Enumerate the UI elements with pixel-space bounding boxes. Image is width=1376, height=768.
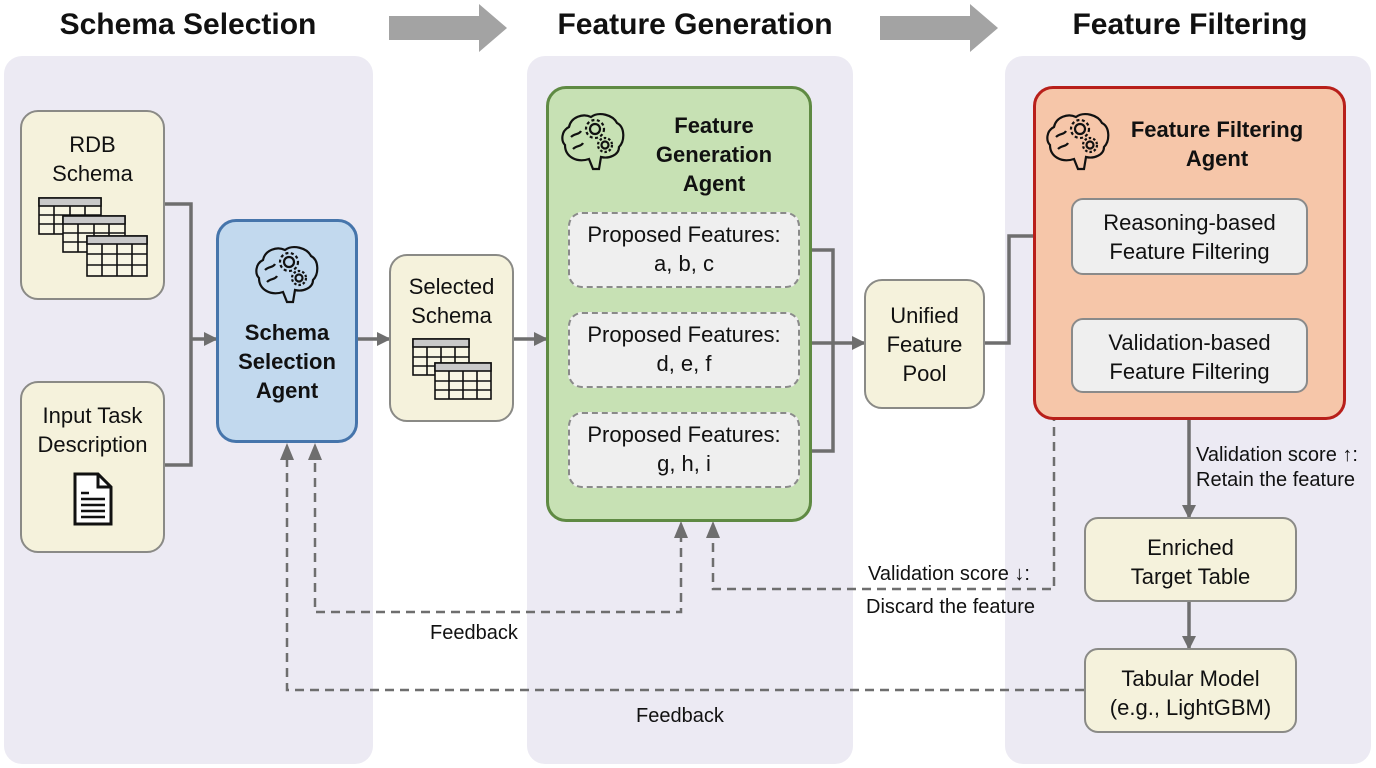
stage-arrow-1 — [389, 4, 507, 52]
reasoning-label-1: Reasoning-based — [1103, 210, 1276, 235]
enriched-target-table: Enriched Target Table — [1084, 517, 1297, 602]
selected-tables-icon — [411, 338, 492, 400]
validation-based-filtering: Validation-based Feature Filtering — [1071, 318, 1308, 393]
input-task-label-1: Input Task — [42, 403, 143, 428]
schema-agent-label-2: Selection — [238, 349, 336, 374]
brain-gears-icon — [255, 246, 319, 304]
unified-pool-label-1: Unified — [890, 303, 959, 328]
reasoning-based-filtering: Reasoning-based Feature Filtering — [1071, 198, 1308, 275]
feedback-label-outer: Feedback — [636, 705, 724, 727]
feedback-label-inner: Feedback — [430, 622, 518, 644]
generation-agent-label-3: Agent — [682, 171, 746, 196]
reasoning-label-2: Feature Filtering — [1109, 239, 1270, 264]
model-label-2: (e.g., LightGBM) — [1109, 695, 1272, 720]
selected-schema-box: Selected Schema — [389, 254, 514, 422]
proposal-title-2: Proposed Features: — [587, 322, 781, 347]
unified-pool-label-3: Pool — [902, 361, 947, 386]
proposal-items-3: g, h, i — [657, 451, 711, 476]
rdb-schema-box: RDB Schema — [20, 110, 165, 300]
unified-pool-label-2: Feature — [886, 332, 963, 357]
brain-gears-icon — [1046, 113, 1110, 171]
proposed-features-abc: Proposed Features: a, b, c — [568, 212, 800, 288]
proposed-features-ghi: Proposed Features: g, h, i — [568, 412, 800, 488]
brain-gears-icon — [561, 113, 625, 171]
rdb-schema-label-1: RDB — [69, 132, 116, 157]
model-label-1: Tabular Model — [1121, 666, 1260, 691]
retain-label-1: Validation score ↑: — [1196, 444, 1358, 466]
proposal-title-3: Proposed Features: — [587, 422, 781, 447]
stage-title-schema-selection: Schema Selection — [59, 8, 317, 41]
input-task-label-2: Description — [37, 432, 148, 457]
schema-agent-label-1: Schema — [244, 320, 330, 345]
input-task-box: Input Task Description — [20, 381, 165, 553]
proposal-items-2: d, e, f — [656, 351, 712, 376]
unified-feature-pool: Unified Feature Pool — [864, 279, 985, 409]
document-icon — [73, 472, 112, 526]
enriched-label-1: Enriched — [1147, 535, 1234, 560]
filtering-agent-label-2: Agent — [1185, 146, 1249, 171]
schema-selection-agent: Schema Selection Agent — [216, 219, 358, 443]
proposal-items-1: a, b, c — [654, 251, 714, 276]
retain-label-2: Retain the feature — [1196, 469, 1355, 491]
generation-agent-label-1: Feature — [674, 113, 754, 138]
tabular-model: Tabular Model (e.g., LightGBM) — [1084, 648, 1297, 733]
proposal-title-1: Proposed Features: — [587, 222, 781, 247]
rdb-schema-label-2: Schema — [52, 161, 133, 186]
schema-agent-label-3: Agent — [255, 378, 319, 403]
generation-agent-label-2: Generation — [655, 142, 773, 167]
discard-label-2: Discard the feature — [866, 596, 1035, 618]
proposed-features-def: Proposed Features: d, e, f — [568, 312, 800, 388]
selected-schema-label-1: Selected — [408, 274, 495, 299]
stage-title-feature-generation: Feature Generation — [557, 8, 833, 41]
selected-schema-label-2: Schema — [411, 303, 492, 328]
discard-label-1: Validation score ↓: — [868, 563, 1030, 585]
filtering-agent-label-1: Feature Filtering — [1130, 117, 1304, 142]
validation-label-1: Validation-based — [1108, 330, 1271, 355]
enriched-label-2: Target Table — [1130, 564, 1251, 589]
stage-title-feature-filtering: Feature Filtering — [1072, 8, 1308, 41]
stage-arrow-2 — [880, 4, 998, 52]
validation-label-2: Feature Filtering — [1109, 359, 1270, 384]
database-tables-icon — [38, 197, 148, 277]
